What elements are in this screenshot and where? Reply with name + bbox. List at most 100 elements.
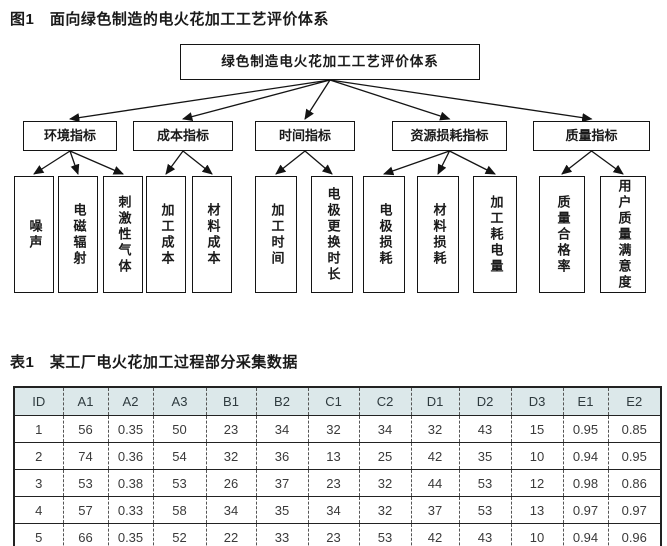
table-cell: 36 [256,442,309,470]
category-box: 时间指标 [255,121,355,151]
table-header-cell: C1 [308,387,360,416]
table-header-cell: E2 [608,387,661,416]
leaf-indicator-box: 加工耗电量 [473,176,517,293]
table-cell: 37 [256,469,309,497]
table-cell: 5 [14,523,64,546]
category-box: 质量指标 [533,121,650,151]
table-cell: 0.95 [563,415,609,443]
table-header-cell: B1 [206,387,257,416]
table-cell: 58 [153,496,207,524]
table-cell: 3 [14,469,64,497]
leaf-indicator-box: 材料损耗 [417,176,459,293]
table-cell: 43 [459,523,512,546]
table-header-cell: C2 [359,387,412,416]
table-cell: 2 [14,442,64,470]
table-cell: 0.85 [608,415,661,443]
table-cell: 0.94 [563,523,609,546]
table-cell: 0.33 [108,496,154,524]
table-cell: 13 [308,442,360,470]
table-cell: 34 [308,496,360,524]
table-cell: 53 [63,469,109,497]
category-box: 成本指标 [133,121,233,151]
table-cell: 0.86 [608,469,661,497]
table-header-cell: D2 [459,387,512,416]
table-cell: 0.38 [108,469,154,497]
table-cell: 42 [411,442,460,470]
leaf-indicator-box: 材料成本 [192,176,232,293]
table-header-cell: E1 [563,387,609,416]
table-cell: 37 [411,496,460,524]
table-cell: 0.96 [621,529,647,545]
leaf-indicator-box: 噪声 [14,176,54,293]
leaf-indicator-box: 用户质量满意度 [600,176,646,293]
table-cell: 10 [511,523,564,546]
table-cell: 23 [308,523,360,546]
leaf-indicator-box: 加工成本 [146,176,186,293]
table-cell: 13 [511,496,564,524]
table-cell: 66 [63,523,109,546]
leaf-indicator-box: 质量合格率 [539,176,585,293]
table-cell: 4 [14,496,64,524]
diagram-root-box: 绿色制造电火花加工工艺评价体系 [180,44,480,80]
table-cell: 1 [14,415,64,443]
table-header-cell: A3 [153,387,207,416]
figure-title: 图1 面向绿色制造的电火花加工工艺评价体系 [10,11,329,28]
table-cell: 74 [63,442,109,470]
leaf-indicator-box: 电磁辐射 [58,176,98,293]
table-cell: 50 [153,415,207,443]
table-cell: 33 [256,523,309,546]
table-cell: 34 [359,415,412,443]
table-cell: 56 [63,415,109,443]
table-cell: 43 [459,415,512,443]
table-header-cell: A2 [108,387,154,416]
table-header-cell: B2 [256,387,309,416]
evaluation-hierarchy-diagram: 绿色制造电火花加工工艺评价体系 环境指标成本指标时间指标 资源损耗指标质量指标噪声… [14,44,650,293]
table-cell: 23 [206,415,257,443]
table-cell: 32 [308,415,360,443]
leaf-indicator-box: 电极更换时长 [311,176,353,293]
table-cell: 57 [63,496,109,524]
table-header-cell: D3 [511,387,564,416]
table-cell: 53 [153,469,207,497]
leaf-indicator-box: 电极损耗 [363,176,405,293]
table-cell: 25 [359,442,412,470]
table-cell: 0.35 [108,415,154,443]
table-cell: 32 [359,496,412,524]
leaf-indicator-box: 刺激性气体 [103,176,143,293]
table-cell: 0.97 [608,496,661,524]
table-title: 表1 某工厂电火花加工过程部分采集数据 [10,354,298,371]
table-cell: 53 [459,496,512,524]
table-cell: 12 [511,469,564,497]
table-cell: 53 [459,469,512,497]
category-box: 资源损耗指标 [392,121,507,151]
table-cell: 0.94 [563,442,609,470]
category-box: 环境指标 [23,121,117,151]
table-cell: 44 [411,469,460,497]
table-cell: 54 [153,442,207,470]
table-cell: 10 [511,442,564,470]
table-header-cell: A1 [63,387,109,416]
table-cell: 32 [359,469,412,497]
table-cell: 0.35 [108,523,154,546]
table-cell: 26 [206,469,257,497]
leaf-indicator-box: 加工时间 [255,176,297,293]
table-cell: 53 [359,523,412,546]
table-cell: 15 [511,415,564,443]
table-cell: 35 [459,442,512,470]
table-cell: 22 [206,523,257,546]
table-cell: 0.95 [608,442,661,470]
table-cell: 52 [153,523,207,546]
table-cell: 0.98 [563,469,609,497]
table-cell: 32 [411,415,460,443]
table-cell: 35 [256,496,309,524]
table-cell: 0.36 [108,442,154,470]
table-cell: 32 [206,442,257,470]
